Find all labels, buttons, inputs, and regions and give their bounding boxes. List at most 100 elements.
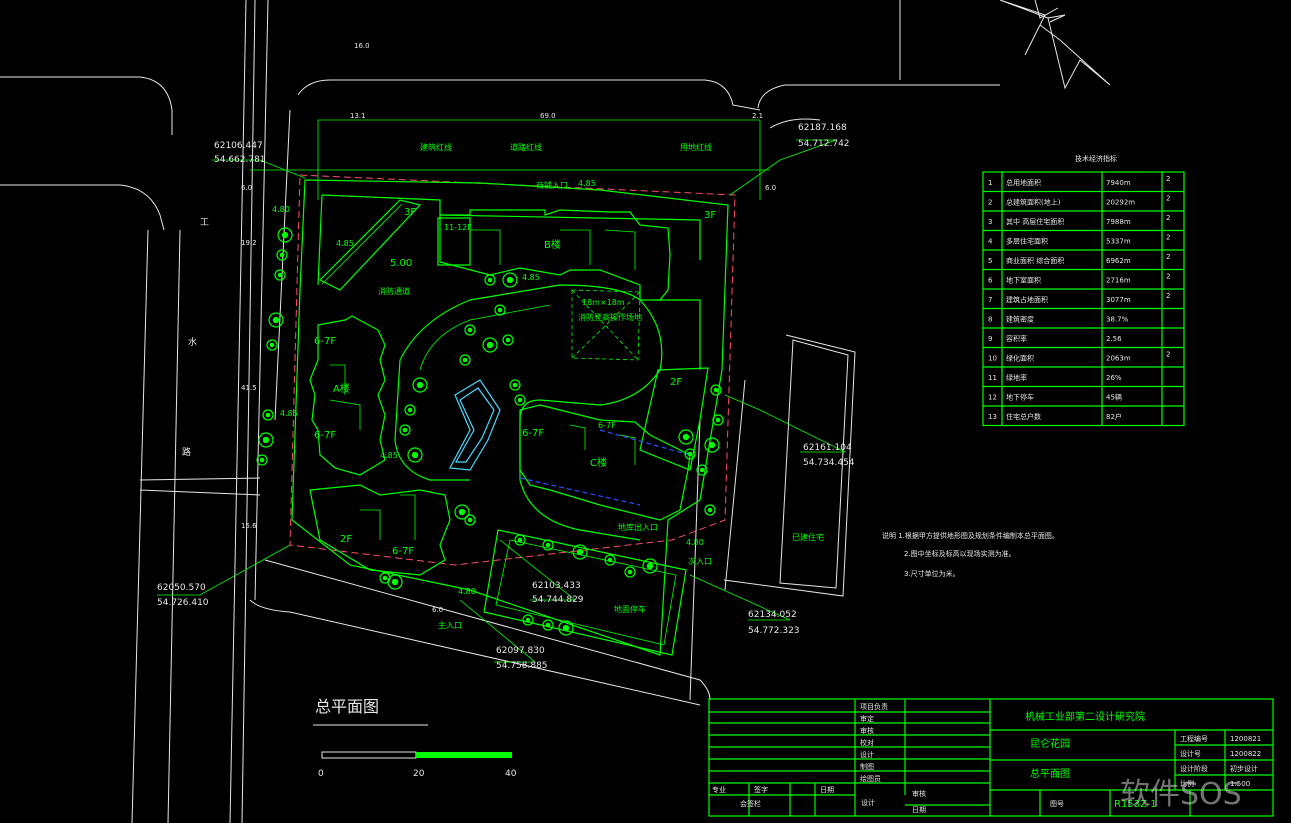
note-3: 3.尺寸单位为米。 bbox=[904, 569, 960, 578]
plaza-label: 18m×18m bbox=[582, 298, 625, 307]
table-cell-name: 住宅总户数 bbox=[1006, 412, 1041, 421]
tree-icon bbox=[562, 624, 570, 632]
table-cell-unit: 2 bbox=[1166, 195, 1170, 203]
buildline-label: 建筑红线 bbox=[420, 142, 452, 152]
tree-icon bbox=[411, 451, 419, 459]
floor-3f-a: 3F bbox=[404, 207, 416, 218]
road-label-2: 水 bbox=[188, 336, 197, 348]
coord-3-n: 62161.104 bbox=[803, 443, 852, 453]
entry-secondary-label: 次入口 bbox=[688, 556, 712, 566]
tree-icon bbox=[391, 578, 399, 586]
tree-icon bbox=[704, 504, 716, 516]
tree-icon bbox=[682, 433, 690, 441]
table-cell-value: 7940m bbox=[1106, 179, 1131, 187]
tree-icon bbox=[607, 557, 613, 563]
elevation-7: 4.80 bbox=[686, 538, 704, 547]
table-cell-value: 6962m bbox=[1106, 257, 1131, 265]
tree-icon bbox=[258, 432, 274, 448]
tree-icon bbox=[379, 572, 391, 584]
table-cell-value: 2716m bbox=[1106, 277, 1131, 285]
coord-4-e: 54.726.410 bbox=[157, 598, 209, 608]
leader-lines bbox=[157, 139, 846, 663]
tree-icon bbox=[576, 548, 584, 556]
coord-1-e: 54.662.781 bbox=[214, 155, 266, 165]
tree-icon bbox=[525, 617, 531, 623]
drawing-name: 总平面图 bbox=[1030, 767, 1070, 780]
floor-2f-b: 2F bbox=[340, 534, 352, 545]
tb-left-row: 绘图员 bbox=[860, 774, 881, 783]
tree-icon bbox=[269, 342, 275, 348]
roads bbox=[0, 0, 1000, 823]
floor-label-a: 6-7F bbox=[314, 336, 336, 347]
tb-left-row: 制图 bbox=[860, 762, 874, 771]
table-cell-unit: 2 bbox=[1166, 175, 1170, 183]
note-2: 2.图中坐标及标高以现场实测为准。 bbox=[904, 549, 1016, 558]
north-arrow-icon bbox=[999, 0, 1111, 90]
tree-icon bbox=[545, 622, 551, 628]
tree-icon bbox=[517, 537, 523, 543]
tree-icon bbox=[558, 620, 574, 636]
tree-icon bbox=[542, 619, 554, 631]
tree-icon bbox=[265, 412, 271, 418]
tree-icon bbox=[624, 566, 636, 578]
coord-5-e: 54.744.829 bbox=[532, 595, 584, 605]
dim-left-2: 19.2 bbox=[241, 239, 257, 247]
tree-icon bbox=[604, 554, 616, 566]
tb-right-key: 设计阶段 bbox=[1180, 764, 1208, 773]
table-cell-name: 地下停车 bbox=[1006, 393, 1034, 402]
tree-icon bbox=[542, 539, 554, 551]
dim-top-2: 13.1 bbox=[350, 112, 366, 120]
tree-icon bbox=[505, 337, 511, 343]
coord-2-n: 62187.168 bbox=[798, 123, 847, 133]
table-cell-no: 4 bbox=[988, 238, 993, 246]
tb-design: 设计 bbox=[861, 798, 875, 807]
floor-label-f: 6-7F bbox=[598, 421, 616, 430]
tree-icon bbox=[684, 448, 696, 460]
tree-icon bbox=[497, 307, 503, 313]
tree-icon bbox=[462, 357, 468, 363]
tree-icon bbox=[642, 558, 658, 574]
table-cell-value: 7988m bbox=[1106, 218, 1131, 226]
table-cell-unit: 2 bbox=[1166, 234, 1170, 242]
floor-3f-b: 3F bbox=[704, 210, 716, 221]
table-cell-name: 建筑占地面积 bbox=[1006, 295, 1048, 304]
tree-icon bbox=[572, 544, 588, 560]
table-title: 技术经济指标 bbox=[1075, 154, 1117, 163]
tree-icon bbox=[506, 276, 514, 284]
tb-left-row: 项目负责 bbox=[860, 702, 888, 711]
coord-7-n: 62097.830 bbox=[496, 646, 545, 656]
table-cell-name: 总用地面积 bbox=[1006, 178, 1041, 187]
table-cell-no: 7 bbox=[988, 296, 992, 304]
tree-icon bbox=[272, 316, 280, 324]
tree-icon bbox=[712, 414, 724, 426]
tb-sheet: 图号 bbox=[1050, 800, 1064, 808]
scale-tick-40: 40 bbox=[505, 769, 517, 779]
tb-right-value: 1200822 bbox=[1230, 750, 1261, 758]
tree-icon bbox=[704, 437, 720, 453]
ramp-label: 消防通道 bbox=[378, 286, 410, 296]
tree-icon bbox=[517, 397, 523, 403]
tb-bottom-2: 签字 bbox=[754, 785, 768, 794]
elevation-4: 4.85 bbox=[522, 273, 540, 282]
coord-6-e: 54.772.323 bbox=[748, 626, 800, 636]
tree-icon bbox=[268, 312, 284, 328]
coord-3-e: 54.734.454 bbox=[803, 458, 855, 468]
table-cell-name: 商业面积 综合面积 bbox=[1006, 256, 1064, 265]
dim-bottom: 6.0 bbox=[432, 606, 443, 614]
tb-right-key: 比例 bbox=[1180, 779, 1194, 788]
table-cell-value: 2063m bbox=[1106, 355, 1131, 363]
table-cell-no: 9 bbox=[988, 335, 992, 343]
tree-icon bbox=[382, 575, 388, 581]
tree-icon bbox=[627, 569, 633, 575]
coord-2-e: 54.712.742 bbox=[798, 139, 850, 149]
tree-icon bbox=[459, 354, 471, 366]
table-cell-value: 2.56 bbox=[1106, 335, 1122, 343]
tb-bottom-4: 会签栏 bbox=[740, 799, 761, 808]
table-cell-value: 82户 bbox=[1106, 412, 1122, 421]
floor-label-e: 11-12F bbox=[444, 223, 472, 232]
tb-left-row: 审核 bbox=[860, 726, 874, 735]
tree-icon bbox=[416, 381, 424, 389]
tree-icon bbox=[710, 384, 722, 396]
